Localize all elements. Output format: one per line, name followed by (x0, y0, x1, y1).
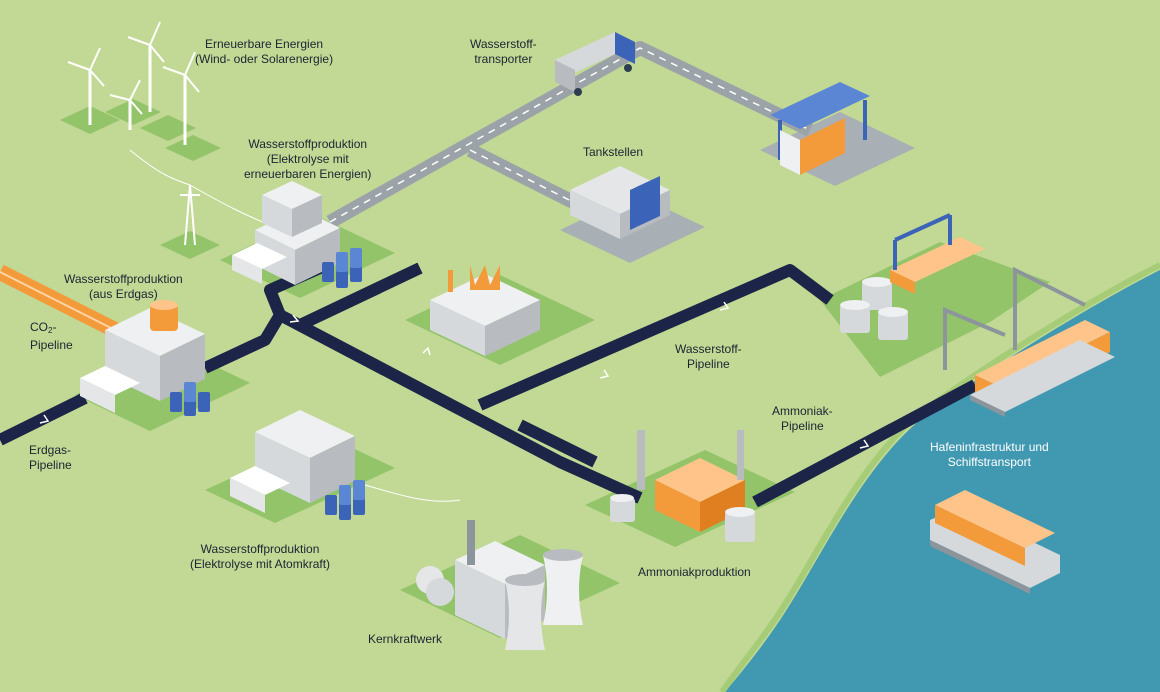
container-stack-icon (890, 213, 985, 294)
truck-filling-station-icon (770, 82, 870, 175)
cargo-ship-sea-icon (930, 490, 1060, 594)
industrial-plant-icon (430, 265, 540, 356)
port-storage-tanks-icon (840, 277, 908, 340)
label-gas-pipeline: Erdgas- Pipeline (29, 443, 72, 472)
nuclear-storage-tanks-icon (325, 480, 365, 520)
gas-storage-tanks-icon (170, 382, 210, 416)
label-production-nuclear: Wasserstoffproduktion (Elektrolyse mit A… (190, 542, 331, 571)
label-port: Hafeninfrastruktur und Schiffstransport (930, 440, 1049, 469)
co2-pipeline-stripe (0, 271, 116, 331)
label-production-renewables: Wasserstoffproduktion (Elektrolyse mit e… (244, 137, 372, 181)
pipeline-arrows (39, 301, 870, 449)
building-production-renewables (232, 181, 340, 285)
cargo-ship-port-icon (970, 320, 1115, 417)
ammonia-pipeline-line (752, 379, 978, 508)
bus-filling-station-icon (570, 166, 670, 239)
hydrogen-storage-tanks-icon (322, 248, 362, 288)
label-ammonia-pipeline: Ammoniak- Pipeline (772, 404, 833, 433)
label-renewables: Erneuerbare Energien (Wind- oder Solaren… (195, 37, 334, 66)
hydrogen-truck-icon (555, 32, 635, 96)
power-pylon-icon (180, 184, 200, 246)
shoreline (719, 262, 1160, 692)
wind-turbine-icon (67, 21, 200, 145)
ammonia-plant-icon (610, 430, 755, 542)
h2-pipeline-network (202, 262, 834, 504)
gas-pipeline-line (0, 392, 88, 446)
label-production-gas: Wasserstoffproduktion (aus Erdgas) (64, 272, 183, 301)
label-hydrogen-transporter: Wasserstoff- transporter (470, 37, 537, 66)
port-cranes-icon (943, 266, 1086, 370)
label-ammonia-production: Ammoniakproduktion (638, 565, 751, 579)
label-hydrogen-pipeline: Wasserstoff- Pipeline (675, 342, 742, 371)
label-filling-stations: Tankstellen (583, 145, 644, 159)
pipelines (0, 262, 978, 508)
label-nuclear-plant: Kernkraftwerk (368, 632, 443, 646)
nuclear-power-line (364, 484, 461, 502)
road-markings (329, 47, 811, 223)
nuclear-plant-icon (416, 520, 583, 650)
label-co2-pipeline: CO2- Pipeline (30, 320, 73, 352)
